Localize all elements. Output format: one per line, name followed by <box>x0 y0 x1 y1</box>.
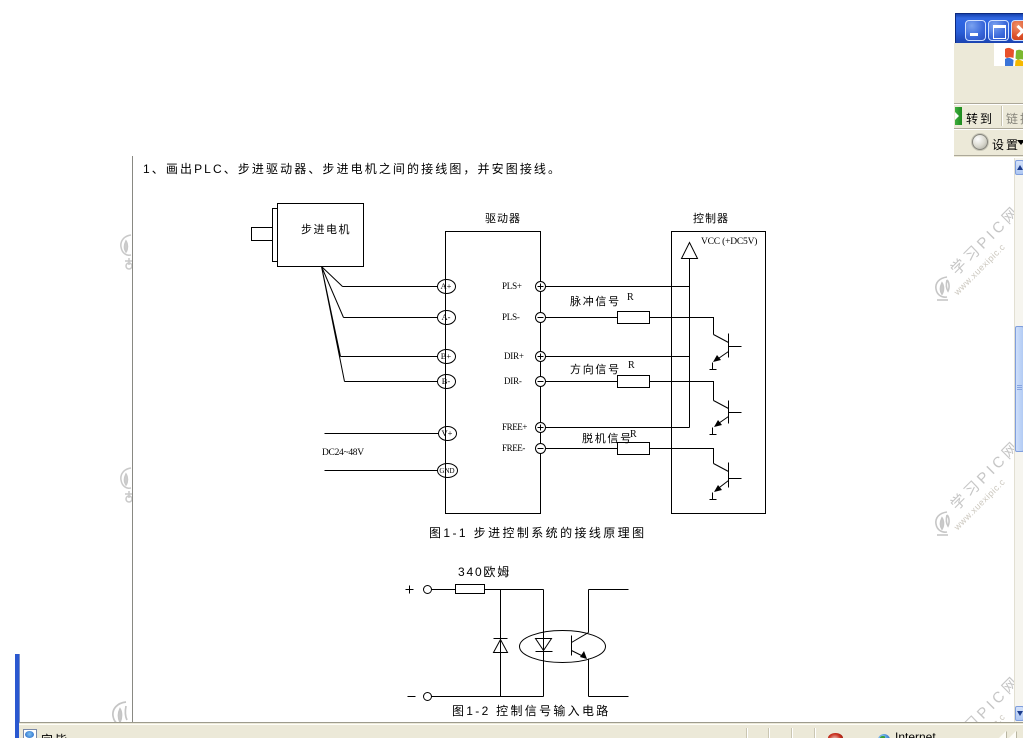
svg-text:V+: V+ <box>442 428 453 438</box>
svg-text:B-: B- <box>442 376 451 386</box>
svg-text:B+: B+ <box>441 351 452 361</box>
svg-text:A+: A+ <box>441 281 452 291</box>
svg-text:GND: GND <box>439 467 454 475</box>
svg-text:A-: A- <box>442 312 451 322</box>
